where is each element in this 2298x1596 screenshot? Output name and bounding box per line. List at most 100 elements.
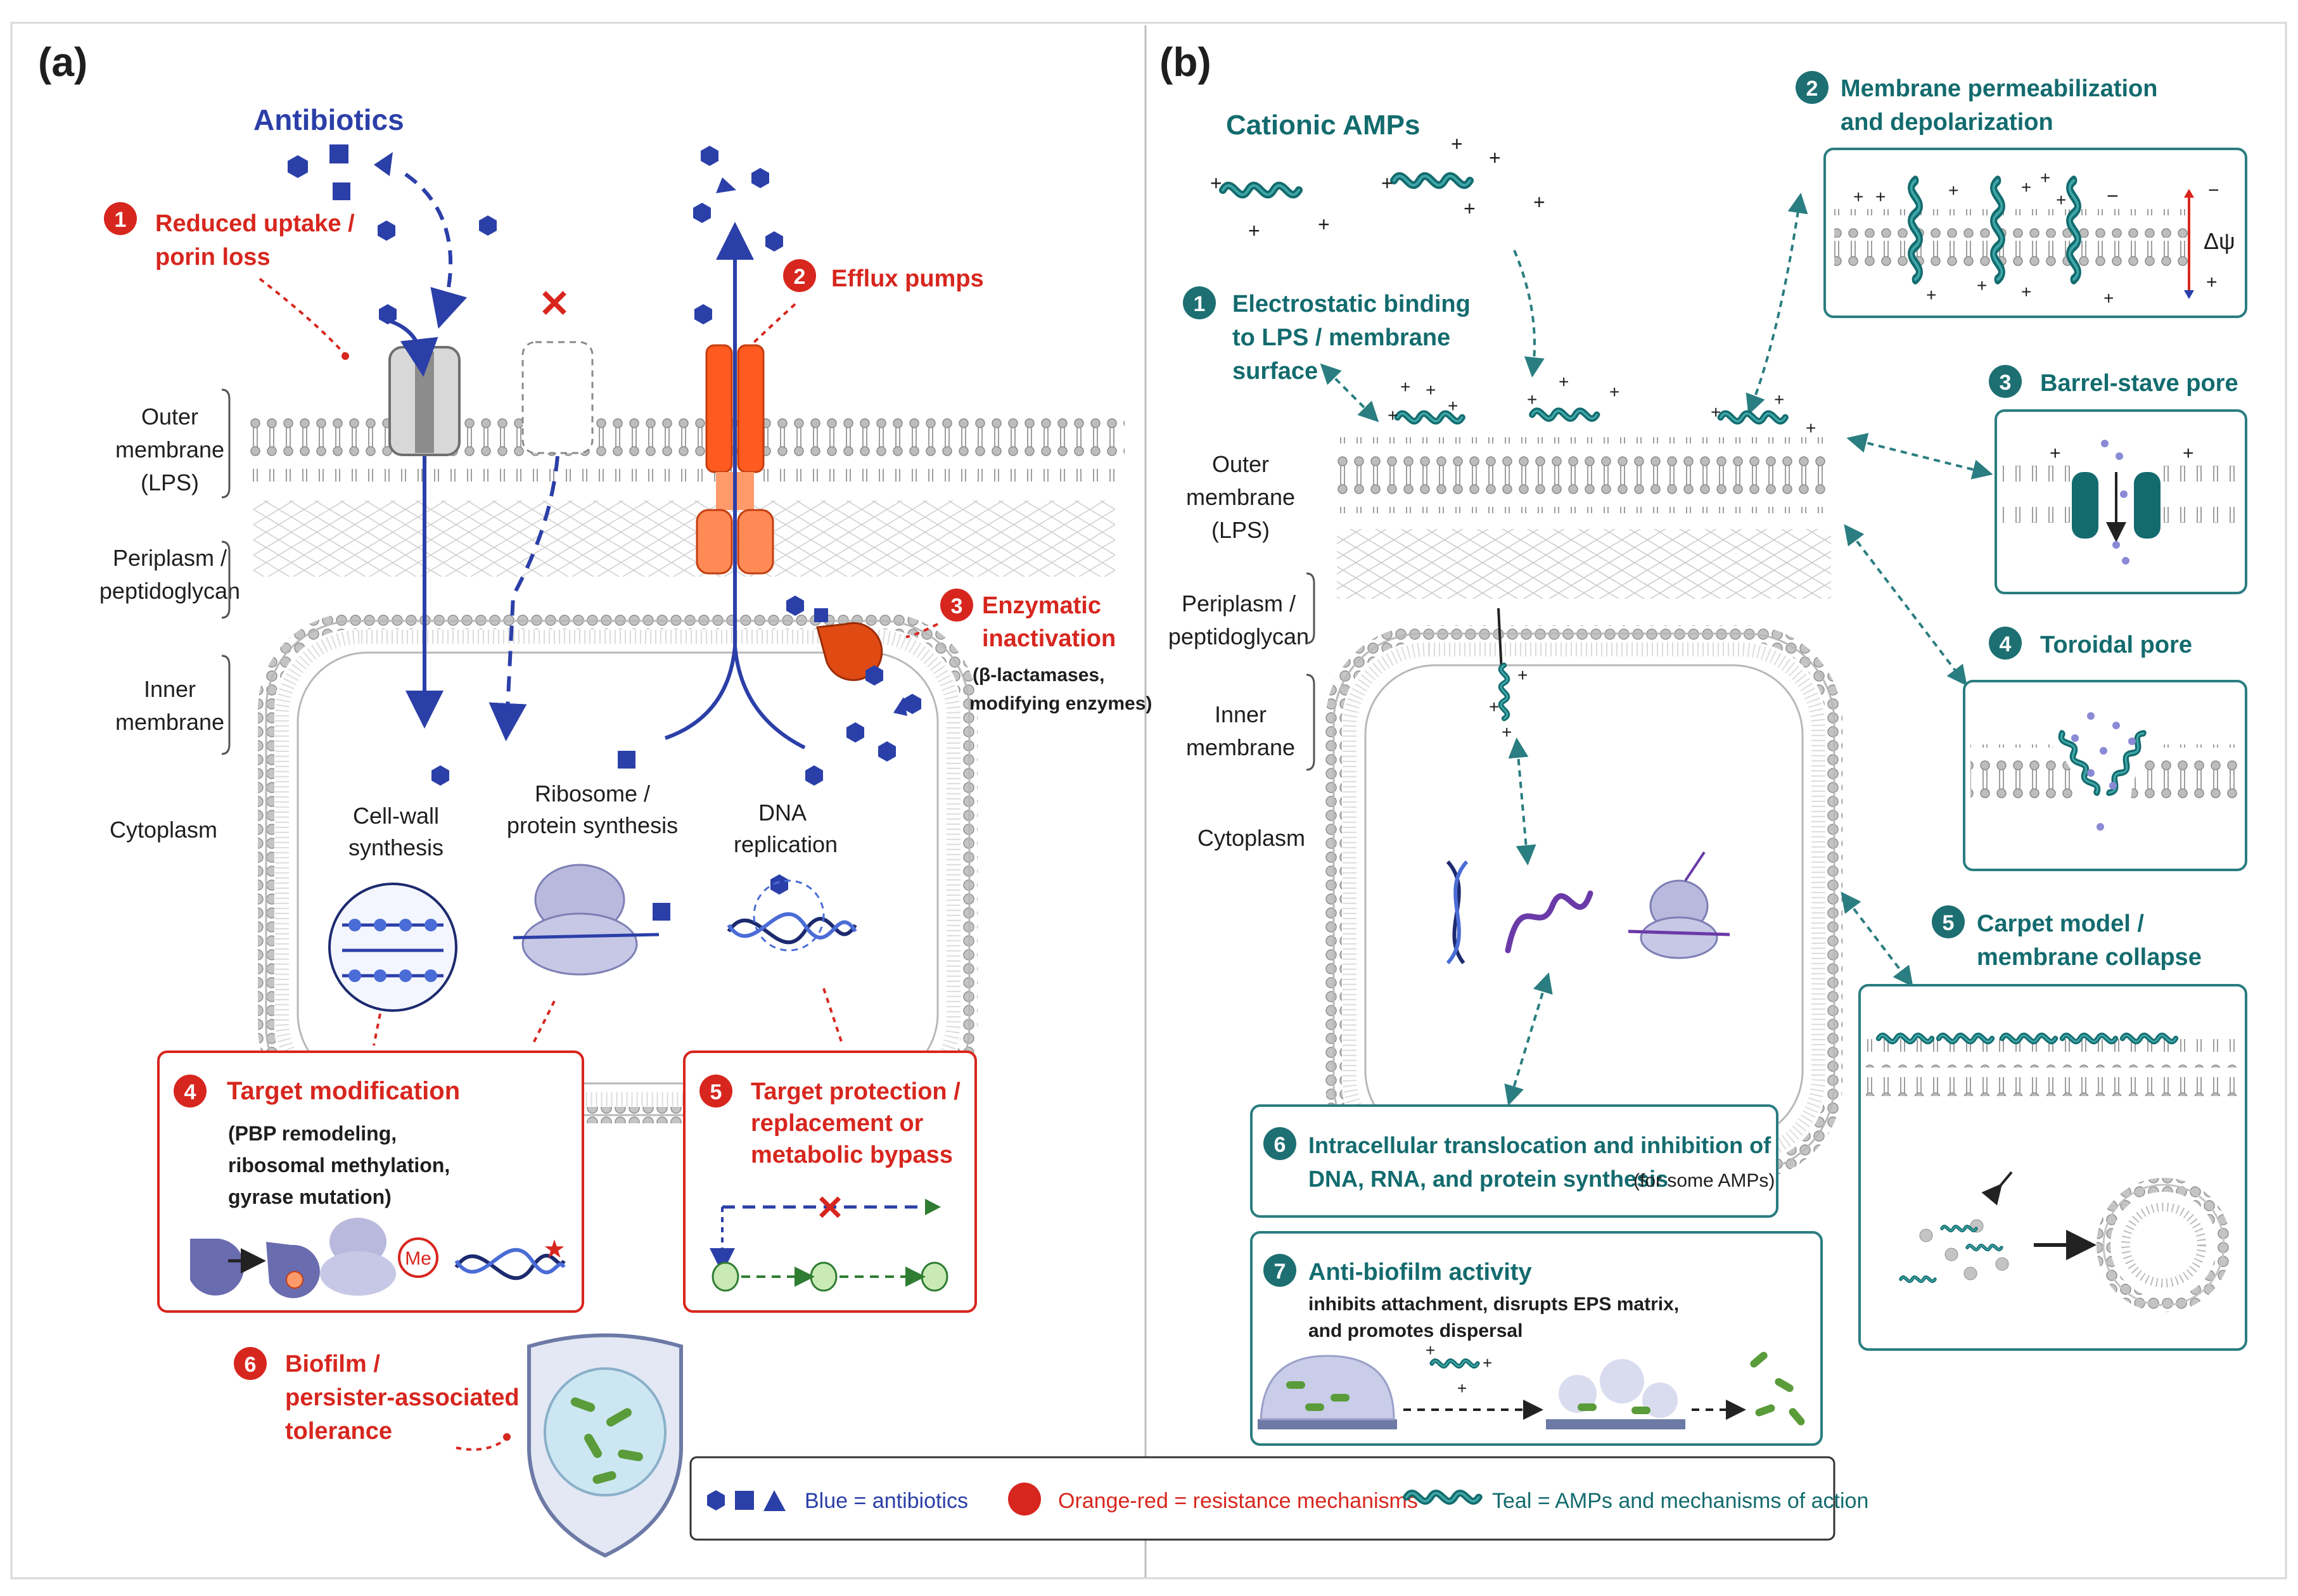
lost-porin — [521, 341, 594, 454]
svg-text:+: + — [1527, 390, 1537, 409]
legend-blue-label: Blue = antibiotics — [805, 1489, 968, 1513]
b-mech7-num: 7 — [1274, 1260, 1286, 1284]
intracellular-targets-icons — [1446, 851, 1730, 965]
svg-text:+: + — [1489, 146, 1501, 169]
degraded-molecules — [786, 596, 921, 762]
b-mech5-num: 5 — [1943, 911, 1955, 935]
b-mech1-line1: Electrostatic binding — [1232, 291, 1471, 317]
svg-text:+: + — [2040, 168, 2050, 188]
target-dna-line2: replication — [734, 831, 838, 857]
svg-text:membrane: membrane — [115, 437, 224, 463]
svg-text:peptidoglycan: peptidoglycan — [99, 578, 240, 604]
b-mech1-line2: to LPS / membrane — [1232, 324, 1450, 351]
legend-red-dot-icon — [1008, 1483, 1041, 1516]
legend-hexagon-icon — [707, 1490, 725, 1510]
methyl-label: Me — [405, 1248, 431, 1269]
svg-text:Cytoplasm: Cytoplasm — [1197, 825, 1305, 851]
svg-text:+: + — [1426, 380, 1436, 400]
b-mech5-line1: Carpet model / — [1977, 910, 2144, 937]
mech6-num: 6 — [245, 1353, 257, 1377]
beta-lactamase-enzyme — [816, 622, 883, 681]
legend-triangle-icon — [763, 1490, 786, 1511]
target-cellwall-line1: Cell-wall — [353, 803, 439, 829]
panel-a-label: (a) — [38, 39, 87, 85]
svg-text:+: + — [1400, 377, 1410, 397]
mech3-line3: (β-lactamases, — [973, 665, 1104, 686]
metabolic-bypass-icon: ✕ — [710, 1189, 948, 1292]
svg-text:+: + — [1381, 172, 1393, 195]
uptake-arrow — [404, 172, 468, 329]
mech3-num: 3 — [951, 594, 963, 618]
svg-text:+: + — [2183, 443, 2194, 464]
peptidoglycan-network-icon — [328, 883, 457, 1012]
svg-text:+: + — [1875, 187, 1886, 207]
anti-biofilm-icons: + + + — [1258, 1341, 1805, 1429]
effluxed-molecules — [693, 146, 783, 324]
toroidal-pore-icon — [1970, 712, 2240, 831]
mech2-num: 2 — [794, 265, 806, 289]
b-mech7-box — [1250, 1231, 1823, 1446]
mech6-line1: Biofilm / — [285, 1351, 380, 1377]
biofilm-shield-icon — [527, 1333, 683, 1558]
legend-teal-label: Teal = AMPs and mechanisms of action — [1492, 1489, 1868, 1513]
panel-b: (b) Cationic AMPs + + + + + + + + 1 Elec… — [1159, 39, 2247, 1446]
b-mech3-line1: Barrel-stave pore — [2040, 370, 2238, 397]
b-mech6-num: 6 — [1274, 1133, 1286, 1157]
svg-text:✕: ✕ — [815, 1189, 844, 1227]
svg-text:+: + — [2021, 282, 2031, 302]
mech4-line3: gyrase mutation) — [228, 1185, 392, 1208]
mech5-box — [683, 1050, 977, 1313]
target-ribo-line1: Ribosome / — [535, 781, 650, 807]
blocked-x-icon: ✕ — [539, 283, 570, 325]
panel-a: (a) Antibiotics 1 Reduced uptake / porin… — [38, 39, 1152, 1558]
mech5-num: 5 — [710, 1080, 722, 1104]
svg-text:+: + — [1502, 722, 1512, 742]
depolarization-membrane-icon: + + + + + + + + + + − − + — [1834, 168, 2219, 308]
mech6-line2: persister-associated — [285, 1384, 520, 1411]
peptidoglycan-a — [253, 501, 1115, 577]
antibiotic-molecules — [288, 144, 497, 324]
panel-a-layer-labels: Outer membrane (LPS) Periplasm / peptido… — [99, 404, 240, 843]
mech5-line3: metabolic bypass — [751, 1142, 953, 1168]
svg-text:★: ★ — [543, 1235, 566, 1263]
legend-helix-icon — [1407, 1493, 1479, 1502]
target-dna-line1: DNA — [758, 800, 807, 826]
svg-text:+: + — [1426, 1341, 1435, 1360]
mech3-line1: Enzymatic — [982, 592, 1101, 619]
b-mech2-line1: Membrane permeabilization — [1841, 75, 2157, 102]
b-mech5-line2: membrane collapse — [1977, 944, 2202, 971]
translocating-amp: + + + — [1489, 608, 1528, 742]
svg-text:+: + — [1210, 172, 1222, 195]
mech6-line3: tolerance — [285, 1418, 392, 1445]
legend: Blue = antibiotics Orange-red = resistan… — [689, 1456, 1868, 1541]
svg-text:+: + — [1806, 418, 1816, 438]
mech4-box — [157, 1050, 584, 1313]
ribosome-arrow — [488, 456, 559, 741]
svg-text:+: + — [1448, 396, 1458, 416]
amp-title: Cationic AMPs — [1226, 110, 1420, 141]
mech1-leader — [259, 278, 347, 356]
svg-text:Inner: Inner — [1215, 701, 1267, 727]
b-mech2-line2: and depolarization — [1841, 109, 2053, 136]
svg-text:Outer: Outer — [1212, 451, 1269, 477]
periplasm-bracket-a — [221, 540, 231, 619]
mech4-line1: (PBP remodeling, — [228, 1122, 397, 1145]
b-mech7-title: Anti-biofilm activity — [1308, 1259, 1532, 1286]
b-mech7-line1: inhibits attachment, disrupts EPS matrix… — [1308, 1294, 1679, 1315]
target-cellwall-line2: synthesis — [348, 834, 444, 860]
svg-text:membrane: membrane — [1186, 484, 1295, 510]
svg-text:(LPS): (LPS) — [141, 469, 199, 495]
b-mech6-line1: Intracellular translocation and inhibiti… — [1308, 1132, 1771, 1158]
b-mech7-line2: and promotes dispersal — [1308, 1320, 1522, 1341]
mech3-line2: inactivation — [982, 625, 1116, 652]
mech1-line2: porin loss — [155, 244, 271, 271]
svg-text:+: + — [1457, 1379, 1467, 1398]
b-mech6-box — [1250, 1104, 1778, 1218]
panel-b-layer-labels: Outer membrane (LPS) Periplasm / peptido… — [1168, 451, 1309, 851]
b-mech1-line3: surface — [1232, 358, 1318, 385]
svg-text:+: + — [2050, 443, 2061, 464]
legend-box — [689, 1456, 1835, 1541]
inner-membrane-bracket-a — [221, 654, 231, 755]
legend-square-icon — [735, 1491, 754, 1510]
